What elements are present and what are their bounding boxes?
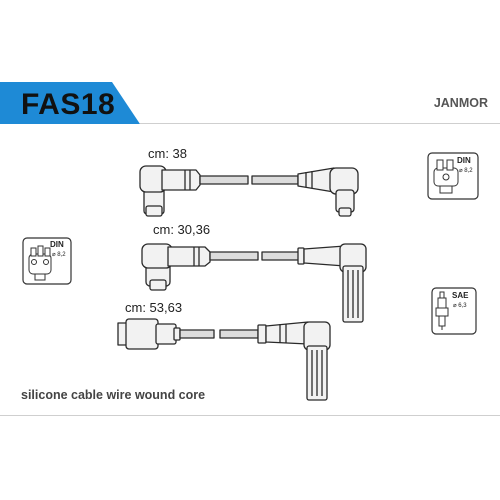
cable-3-wire [179,329,259,339]
code-tab [0,82,140,124]
cable-1-length-label: cm: 38 [148,146,188,161]
cable-3-length-label: cm: 53,63 [125,300,183,315]
cable-2-length-label: cm: 30,36 [153,222,211,237]
plug-size-label: ⌀ 6,3 [453,303,467,309]
brand-name: JANMOR [433,96,488,110]
cable-2-wire [209,251,301,261]
cable-1-wire [199,175,299,185]
cable-2 [141,243,367,323]
ignition-coil-icon [427,152,479,200]
distributor-din-label: DIN [50,240,64,249]
cable-1-left-boot [139,165,201,217]
cable-3-left-boot [117,318,181,350]
spark-plug-icon [431,287,477,335]
product-code: FAS18 [21,88,116,121]
coil-size-label: ⌀ 8,2 [459,168,473,174]
distributor-cap-icon [22,237,72,285]
cable-2-left-boot [141,243,211,291]
distributor-size-label: ⌀ 8,2 [52,252,66,258]
footer-divider [0,415,500,416]
coil-din-label: DIN [457,156,471,165]
cable-1 [139,165,359,217]
header-divider [140,123,500,124]
product-description: silicone cable wire wound core [21,388,206,402]
cable-2-right-boot [297,243,367,323]
cable-3-right-boot [257,321,331,401]
plug-sae-label: SAE [452,291,469,300]
cable-1-right-boot [297,167,359,217]
cable-3 [117,318,331,401]
